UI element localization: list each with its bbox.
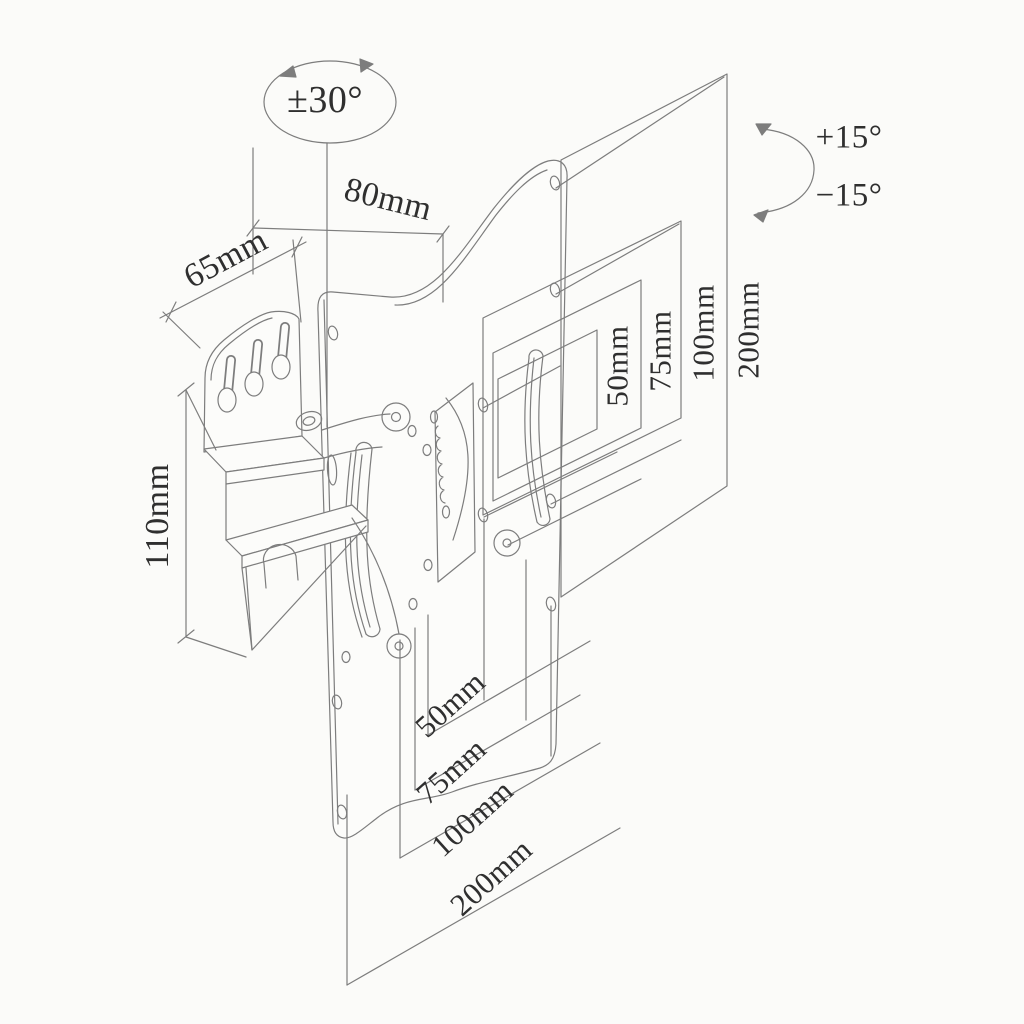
- tilt-up-label: +15°: [815, 119, 883, 156]
- keyhole-plate: [203, 310, 303, 453]
- vesa-right-label-100: 100mm: [685, 284, 721, 382]
- tilt-down-label: −15°: [815, 177, 883, 214]
- leader-lines: [346, 76, 725, 986]
- vesa-square-50: [497, 329, 598, 479]
- keyhole-slot-icon: [244, 339, 264, 397]
- mounting-holes: [327, 175, 561, 820]
- wall-bracket: [203, 310, 400, 651]
- ratchet-panel-icon: [429, 382, 476, 583]
- keyhole-slot-icon: [217, 355, 237, 413]
- dimension-lines: [159, 147, 450, 658]
- tilt-arrow-icon: [753, 123, 815, 223]
- keyhole-slot-icon: [271, 322, 291, 380]
- vesa-right-label-75: 75mm: [642, 310, 678, 392]
- vesa-pattern-squares: [482, 73, 728, 598]
- swivel-range-label: ±30°: [286, 79, 364, 121]
- dim-110mm-label: 110mm: [139, 463, 176, 569]
- washer-icon: [381, 402, 521, 659]
- plate-details: [326, 175, 561, 820]
- swivel-arrow-icon: [263, 58, 397, 428]
- left-curved-slot-icon: [344, 441, 381, 638]
- vesa-square-100: [482, 220, 682, 516]
- vesa-right-label-200: 200mm: [730, 281, 766, 379]
- vesa-adapter-plate: [317, 159, 568, 839]
- vesa-square-200: [560, 73, 728, 598]
- pivot-arm: [295, 410, 400, 635]
- vesa-square-75: [492, 279, 642, 502]
- vesa-right-label-50: 50mm: [599, 325, 635, 407]
- u-cutout: [262, 543, 299, 589]
